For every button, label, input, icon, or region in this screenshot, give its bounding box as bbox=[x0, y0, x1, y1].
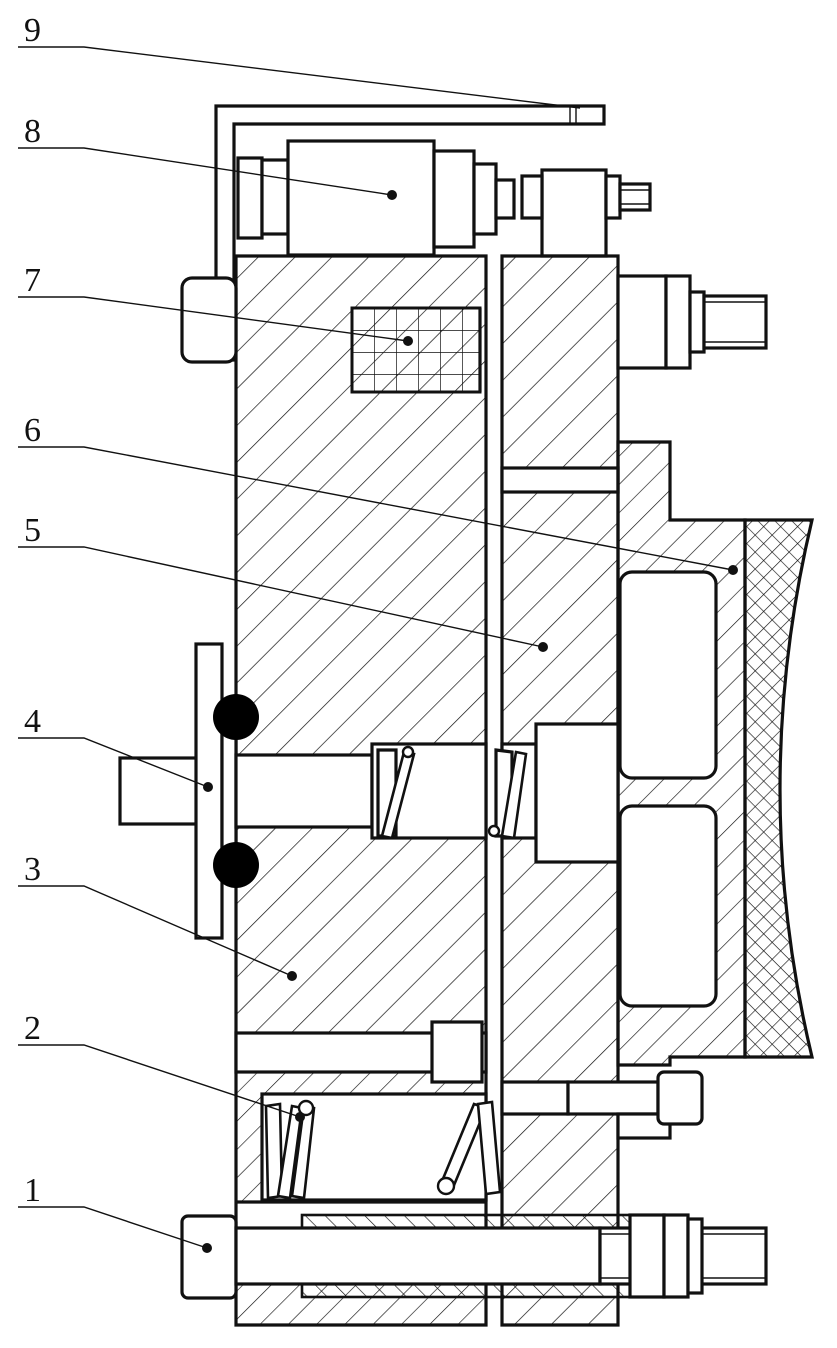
right-bolt bbox=[616, 274, 768, 370]
label-8: 8 bbox=[24, 113, 41, 150]
ball-upper bbox=[213, 694, 259, 740]
leader-dots bbox=[202, 190, 738, 1253]
left-cap bbox=[180, 276, 238, 364]
part-1-bottom-bolt bbox=[180, 1200, 768, 1300]
top-right-fitting bbox=[520, 168, 652, 258]
ball-lower bbox=[213, 842, 259, 888]
lower-right-pin bbox=[500, 1070, 704, 1140]
label-2: 2 bbox=[24, 1010, 41, 1047]
part-8-body bbox=[236, 139, 516, 257]
label-5: 5 bbox=[24, 512, 41, 549]
label-1: 1 bbox=[24, 1172, 41, 1209]
label-7: 7 bbox=[24, 262, 41, 299]
label-4: 4 bbox=[24, 703, 41, 740]
part-2-spring-chamber bbox=[260, 1092, 502, 1202]
label-6: 6 bbox=[24, 412, 41, 449]
leader-lines bbox=[18, 46, 734, 1249]
label-3: 3 bbox=[24, 851, 41, 888]
handle-spring bbox=[376, 745, 528, 840]
label-9: 9 bbox=[24, 12, 41, 49]
part-7-insert bbox=[350, 306, 482, 394]
workpiece bbox=[743, 518, 815, 1059]
part-6-holder bbox=[616, 440, 747, 1067]
lower-channel bbox=[234, 1020, 488, 1084]
part-labels: 9 8 7 6 5 4 3 2 1 bbox=[24, 12, 41, 1209]
